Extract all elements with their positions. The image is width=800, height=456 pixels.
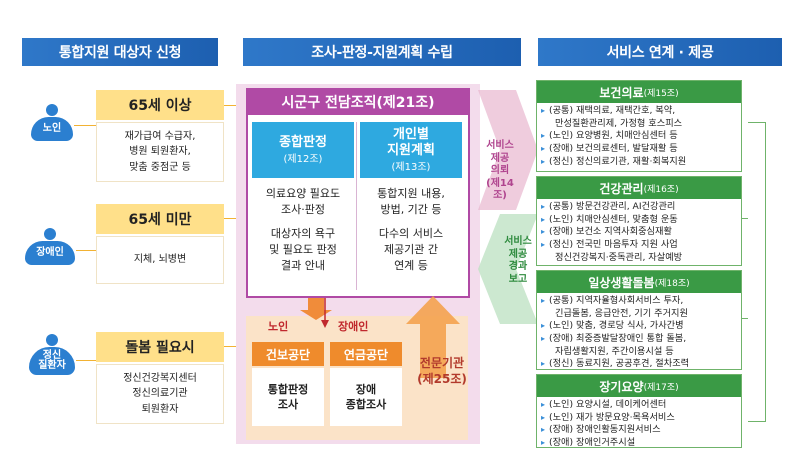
bracket-tick	[742, 218, 748, 219]
service-item: 긴급돌봄, 응급안전, 기기 주거지원	[555, 307, 688, 319]
target-desc: 재가급여 수급자,병원 퇴원환자,맞춤 중점군 등	[96, 122, 224, 182]
target-title: 돌봄 필요시	[96, 332, 224, 362]
divider	[356, 122, 357, 290]
council-title: 시군구 전담조직(제21조)	[247, 89, 469, 115]
column-header-plan: 조사-판정-지원계획 수립	[243, 38, 521, 66]
service-bracket	[748, 122, 766, 422]
support-plan-header: 개인별 지원계획 (제13조)	[360, 122, 462, 178]
label-elderly: 노인	[268, 320, 289, 333]
service-item: (노인) 재가 방문요양·목욕서비스	[541, 412, 737, 425]
service-item: 정신건강복지·중독관리, 자살예방	[555, 251, 683, 263]
service-item: (공통) 재택의료, 재택간호, 복약,	[541, 105, 737, 118]
service-item: (장애) 장애인활동지원서비스	[541, 424, 737, 437]
person-icon: 노인	[30, 104, 74, 141]
service-title: 보건의료(제15조)	[537, 81, 741, 103]
left-arrow-icon	[478, 214, 538, 324]
service-item: 만성질환관리제, 가정형 호스피스	[555, 117, 683, 129]
up-arrow-icon	[406, 296, 460, 378]
service-item: (노인) 요양시설, 데이케어센터	[541, 399, 737, 412]
nps-title: 연금공단	[330, 342, 402, 366]
connector-line	[76, 360, 96, 361]
label-disabled: 장애인	[338, 320, 369, 333]
connector-line	[224, 218, 236, 219]
service-item: (장애) 보건소 지역사회중심재활	[541, 226, 737, 239]
service-box-daily-care: 일상생활돌봄(제18조) (공통) 지역자율형사회서비스 투자, 긴급돌봄, 응…	[536, 270, 742, 370]
connector-line	[224, 105, 236, 106]
target-title: 65세 이상	[96, 90, 224, 120]
service-item: 자립생활지원, 주간이용시설 등	[555, 345, 674, 357]
service-box-long-term-care: 장기요양(제17조) (노인) 요양시설, 데이케어센터 (노인) 재가 방문요…	[536, 374, 742, 448]
service-title: 일상생활돌봄(제18조)	[537, 271, 741, 293]
service-item: (공통) 방문건강관리, AI건강관리	[541, 201, 737, 214]
column-header-service: 서비스 연계 · 제공	[538, 38, 782, 66]
service-item: (정신) 정신의료기관, 재활·회복지원	[541, 156, 737, 169]
service-item: (정신) 전국민 마음투자 지원 사업	[541, 239, 737, 252]
judgment-header: 종합판정 (제12조)	[252, 122, 354, 178]
target-title: 65세 미만	[96, 204, 224, 234]
connector-line	[76, 250, 96, 251]
service-item: (정신) 동료지원, 공공후견, 절차조력	[541, 358, 737, 371]
person-icon: 장애인	[24, 228, 76, 265]
service-box-health-care: 보건의료(제15조) (공통) 재택의료, 재택간호, 복약, 만성질환관리제,…	[536, 80, 742, 172]
red-arrow-icon	[321, 298, 329, 328]
judgment-content: 의료요양 필요도 조사·판정 대상자의 욕구 및 필요도 판정 결과 안내	[265, 187, 341, 272]
target-desc: 지체, 뇌병변	[96, 236, 224, 284]
connector-line	[74, 125, 96, 126]
service-item: (노인) 맞춤, 경로당 식사, 가사간병	[541, 320, 737, 333]
avatar-label: 노인	[31, 117, 73, 141]
service-item: (노인) 요양병원, 치매안심센터 등	[541, 130, 737, 143]
expert-agency-label: 전문기관(제25조)	[417, 356, 467, 386]
avatar-label: 장애인	[25, 241, 75, 265]
service-title: 건강관리(제16조)	[537, 177, 741, 199]
column-header-apply: 통합지원 대상자 신청	[22, 38, 218, 66]
connector-line	[224, 346, 236, 347]
service-box-health-management: 건강관리(제16조) (공통) 방문건강관리, AI건강관리 (노인) 치매안심…	[536, 176, 742, 266]
service-item: (장애) 장애인거주시설	[541, 437, 737, 450]
right-arrow-icon	[478, 90, 538, 210]
bracket-tick	[742, 318, 748, 319]
service-title: 장기요양(제17조)	[537, 375, 741, 397]
service-item: (노인) 치매안심센터, 맞춤형 운동	[541, 214, 737, 227]
service-item: (장애) 보건의료센터, 발달재활 등	[541, 143, 737, 156]
service-item: (공통) 지역자율형사회서비스 투자,	[541, 295, 737, 308]
nhis-title: 건보공단	[252, 342, 324, 366]
service-item: (장애) 최중증발달장애인 통합 돌봄,	[541, 333, 737, 346]
support-plan-content: 통합지원 내용, 방법, 기간 등 다수의 서비스 제공기관 간 연계 등	[377, 187, 445, 272]
down-arrow-icon	[300, 298, 332, 320]
